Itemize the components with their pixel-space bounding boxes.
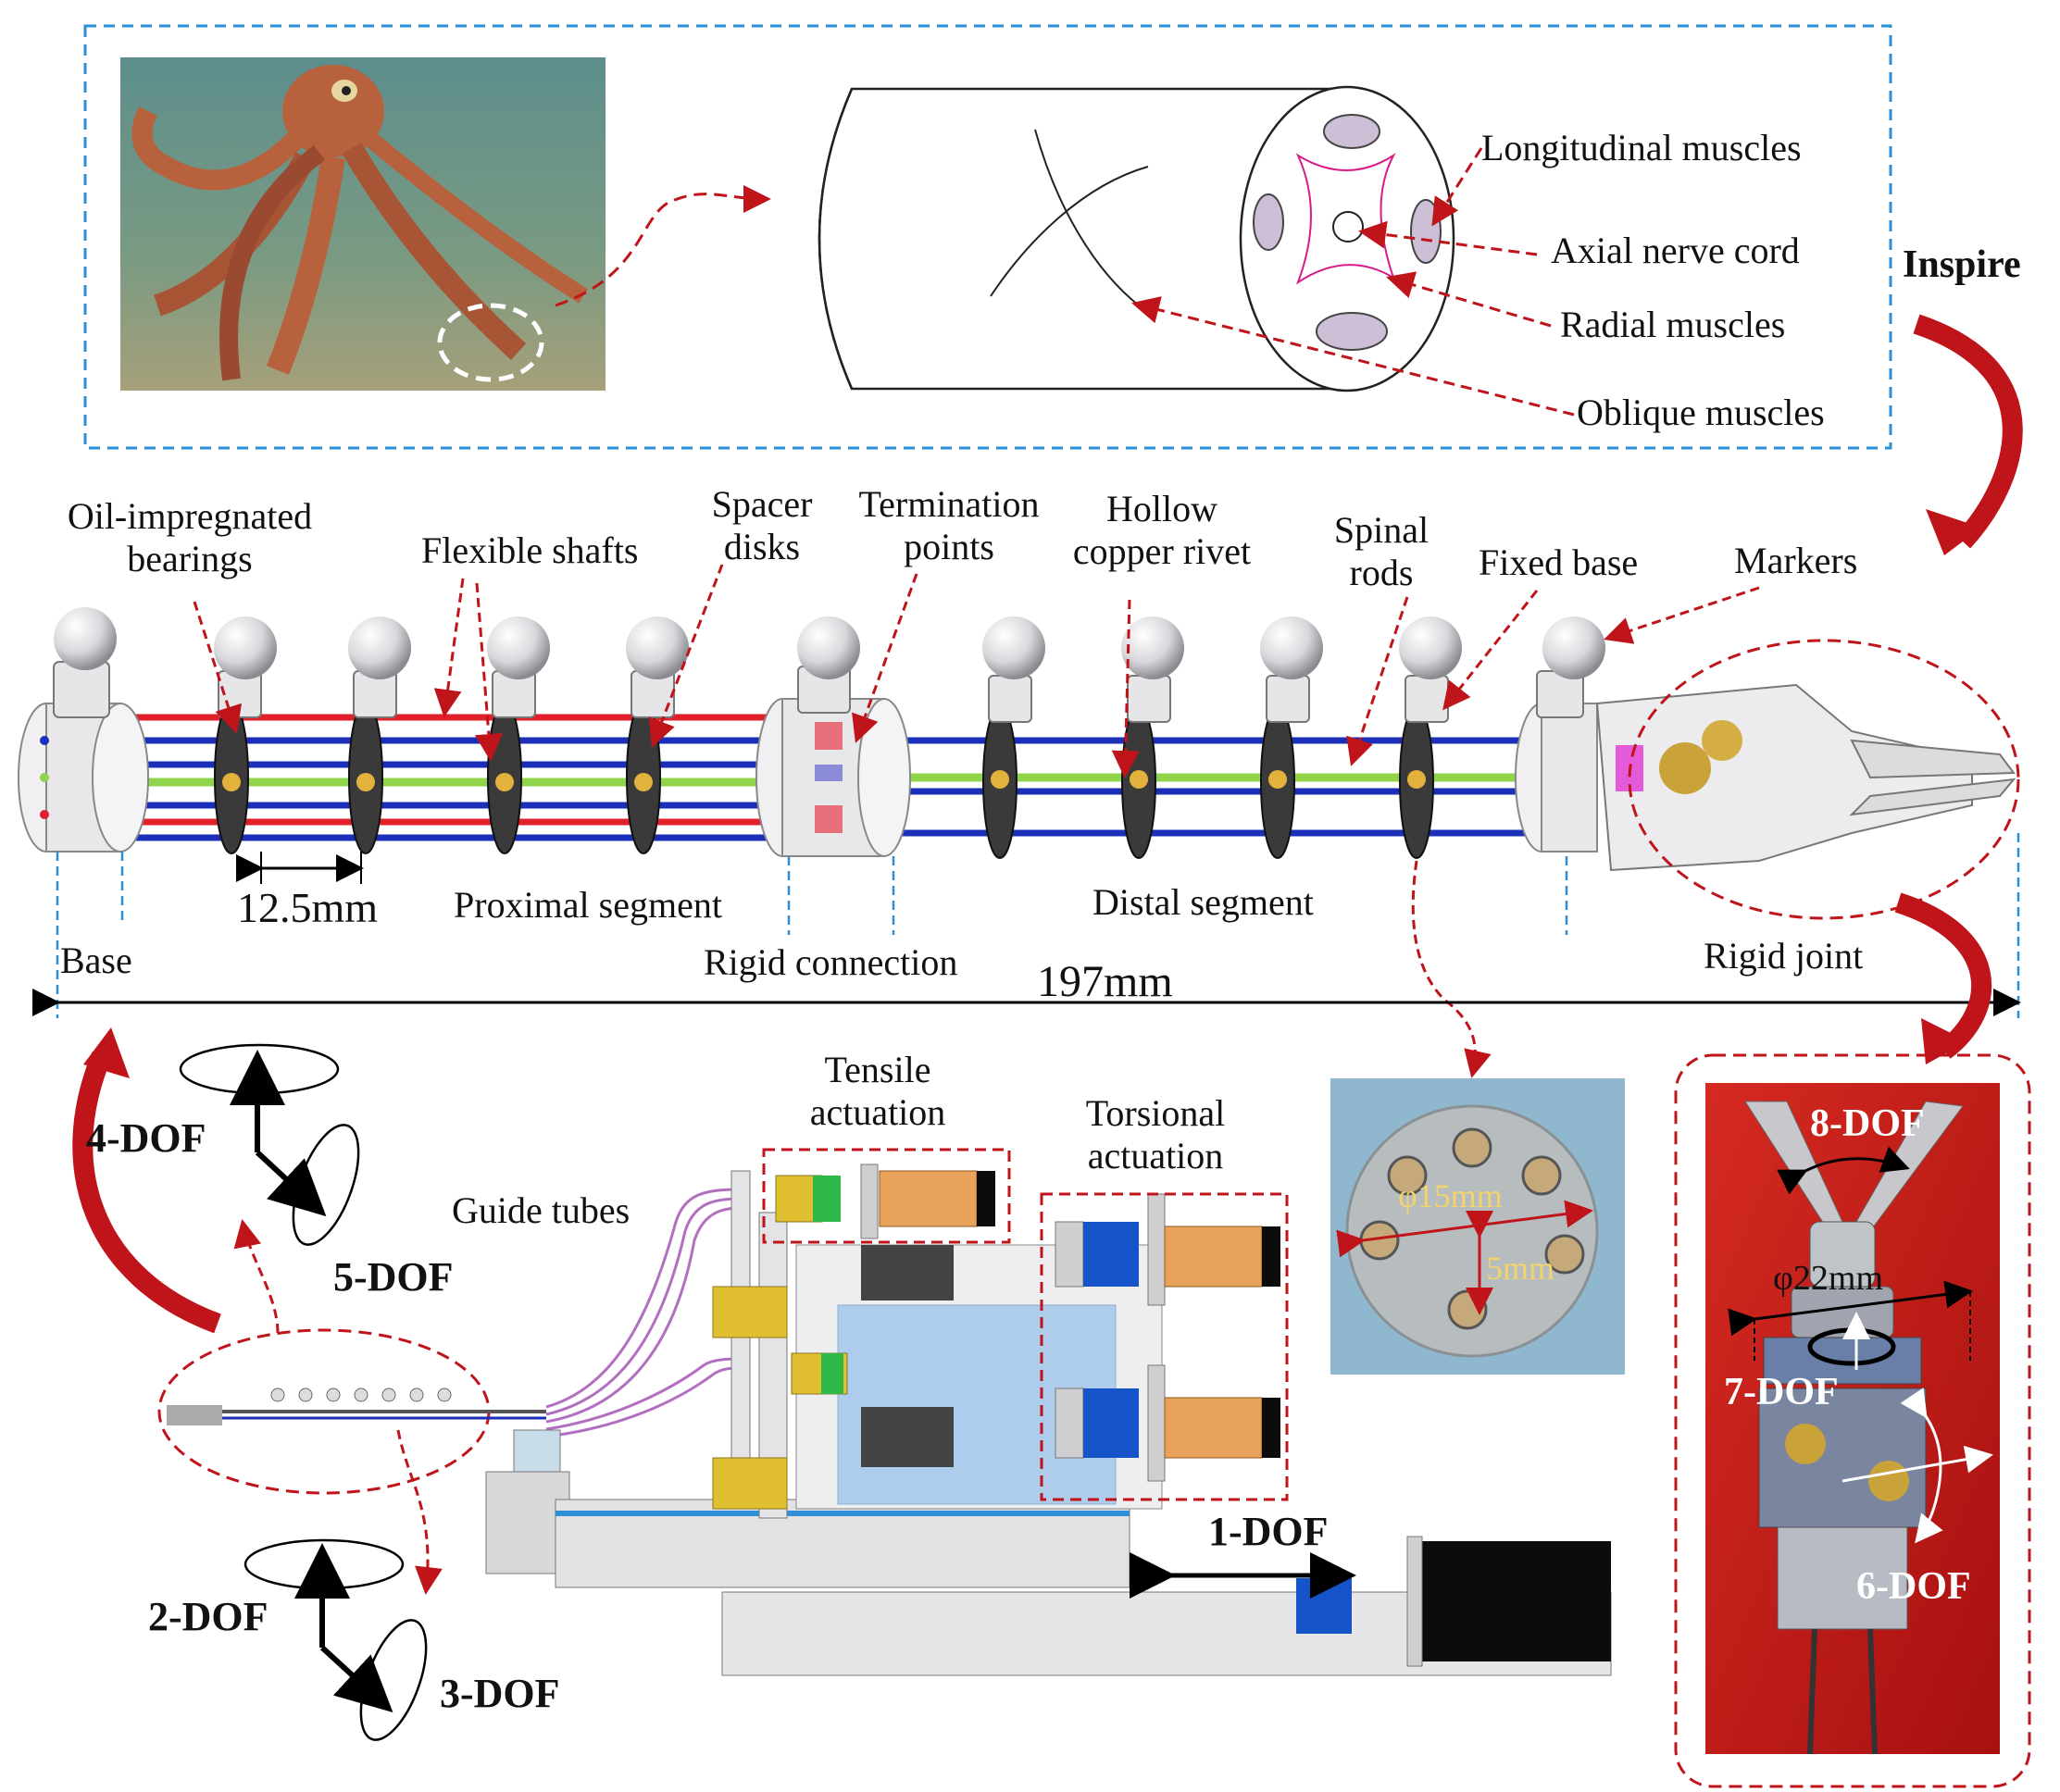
label-5-dof: 5-DOF: [333, 1254, 454, 1300]
rigid-connection-block: [755, 616, 911, 857]
label-markers: Markers: [1734, 540, 1858, 581]
label-distal-segment: Distal segment: [1092, 881, 1314, 923]
label-oblique-muscles: Oblique muscles: [1577, 392, 1825, 433]
robot-arm: [18, 607, 2020, 920]
inspire-arrow: [1913, 314, 2023, 549]
label-fixed-base: Fixed base: [1479, 541, 1639, 583]
torsional-box: [1040, 1192, 1289, 1501]
label-total-length-197mm: 197mm: [1037, 957, 1173, 1006]
inspiration-panel-border: [83, 24, 1892, 450]
gripper-panel-border: [1674, 1053, 2031, 1788]
label-flexible-shafts: Flexible shafts: [421, 529, 639, 571]
label-longitudinal-muscles: Longitudinal muscles: [1481, 127, 1802, 168]
label-rigid-connection: Rigid connection: [704, 941, 958, 983]
dof-frame-upper: [179, 1043, 360, 1246]
label-2-dof: 2-DOF: [148, 1594, 268, 1639]
label-spacer-disks: Spacer disks: [711, 483, 813, 567]
rigid-joint-outline: [1628, 639, 2020, 920]
dof-frame-lower: [243, 1538, 428, 1741]
label-disk-hole: 5mm: [1486, 1250, 1555, 1287]
label-3-dof: 3-DOF: [440, 1671, 560, 1716]
label-tensile-actuation: Tensile actuation: [809, 1049, 946, 1133]
label-gripper-diameter: φ22mm: [1773, 1259, 1884, 1298]
label-inspire: Inspire: [1903, 243, 2021, 286]
label-spinal-rods: Spinal rods: [1333, 509, 1430, 593]
gripper-photo: [1705, 1083, 2000, 1755]
label-6-dof: 6-DOF: [1856, 1565, 1971, 1608]
label-torsional-actuation: Torsional actuation: [1085, 1092, 1226, 1176]
rigid-joint-gripper: [1515, 616, 2016, 872]
label-1-dof: 1-DOF: [1208, 1509, 1329, 1554]
label-rigid-joint: Rigid joint: [1704, 935, 1864, 977]
label-proximal-segment: Proximal segment: [454, 884, 722, 926]
disk-photo: [1330, 1078, 1625, 1375]
label-4-dof: 4-DOF: [86, 1115, 206, 1161]
robot-label-arrows: [193, 564, 1760, 1078]
small-arm: [167, 1388, 546, 1425]
muscle-cylinder: [818, 85, 1455, 392]
distal-markers: [982, 616, 1462, 723]
proximal-markers: [214, 616, 689, 718]
distal-disks: [982, 705, 1434, 859]
label-spacing-12-5mm: 12.5mm: [237, 884, 379, 931]
label-hollow-copper-rivet: Hollow copper rivet: [1072, 488, 1252, 572]
tensile-box: [762, 1148, 1011, 1244]
label-guide-tubes: Guide tubes: [452, 1189, 630, 1231]
arrow-photo-to-cylinder: [555, 184, 771, 307]
label-base: Base: [60, 940, 132, 981]
octopus-photo: [120, 57, 606, 391]
label-axial-nerve-cord: Axial nerve cord: [1551, 230, 1800, 271]
label-oil-impregnated-bearings: Oil-impregnated bearings: [67, 495, 313, 579]
label-8-dof: 8-DOF: [1810, 1102, 1925, 1145]
label-7-dof: 7-DOF: [1724, 1371, 1839, 1413]
label-disk-diameter: φ15mm: [1398, 1177, 1503, 1214]
actuation-assembly: [485, 1164, 1612, 1676]
label-termination-points: Termination points: [858, 483, 1040, 567]
label-radial-muscles: Radial muscles: [1560, 304, 1786, 345]
proximal-disks: [214, 701, 661, 854]
